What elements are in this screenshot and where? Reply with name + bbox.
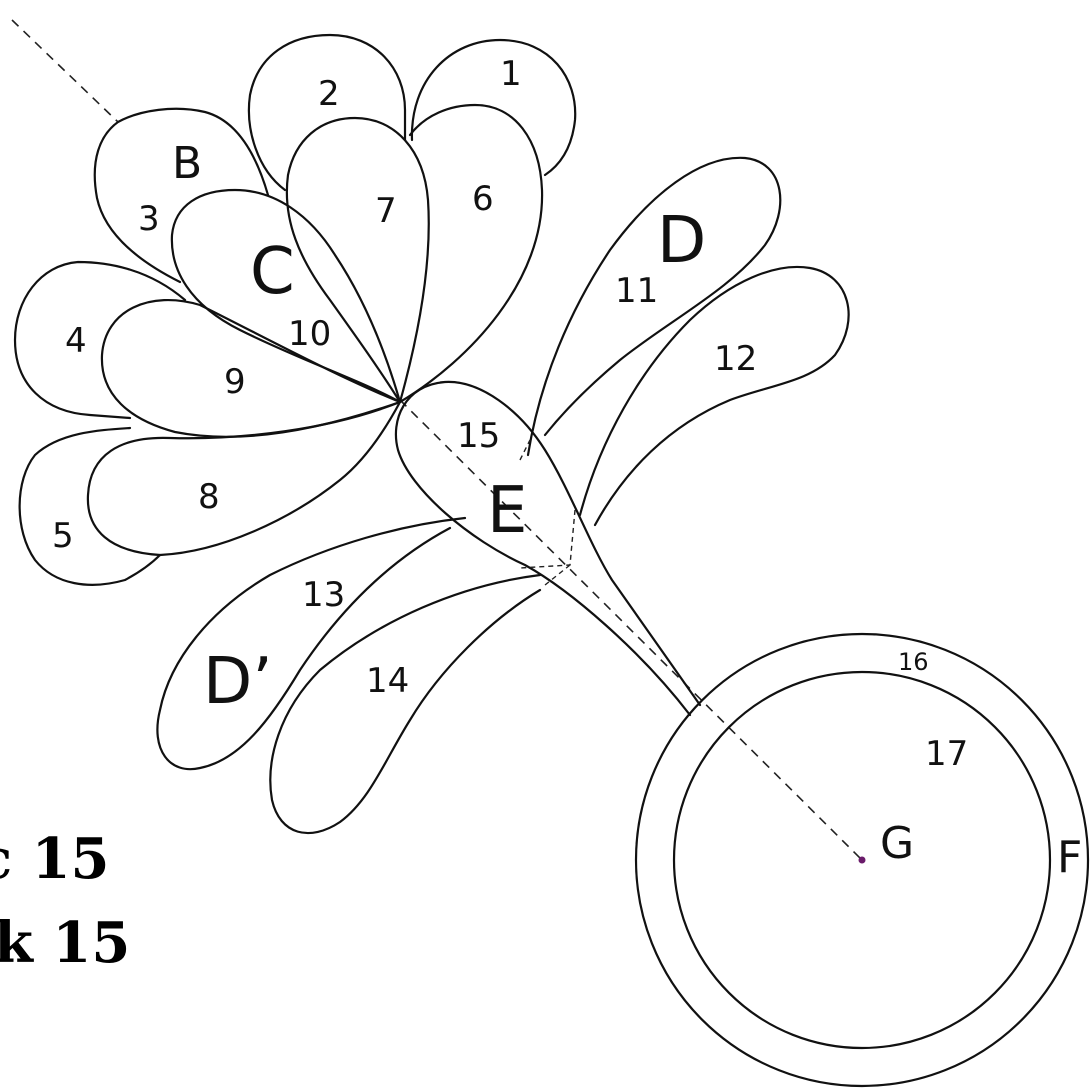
piece-number-9: 9 [224,362,246,402]
section-label-b: B [172,138,202,189]
piece-number-14: 14 [366,661,409,701]
petal-12 [578,265,850,527]
petal-8 [86,400,402,557]
piece-number-4: 4 [65,321,87,361]
petal-10 [170,188,402,404]
petal-14 [269,573,542,835]
petal-3 [93,107,270,284]
stem-piece-15 [394,380,702,717]
piece-number-13: 13 [302,575,345,615]
section-label-d: D [657,204,706,278]
petal-5 [18,426,162,586]
piece-number-5: 5 [52,516,74,556]
piece-number-11: 11 [615,271,658,311]
cropped-text-line-1: c 15 [0,826,110,892]
piece-number-12: 12 [714,339,757,379]
piece-number-8: 8 [198,477,220,517]
petal-4 [13,260,187,420]
section-label-e: E [487,474,527,548]
petal-1 [410,38,577,177]
petal-7 [285,116,430,404]
outer-ring-16 [634,632,1090,1088]
piece-number-16: 16 [898,648,929,676]
petal-6 [398,103,544,404]
section-label-c: C [250,235,295,309]
inner-circle-17 [672,670,1052,1050]
center-point-g [858,856,866,864]
piece-number-7: 7 [375,191,397,231]
piece-number-10: 10 [288,314,331,354]
piece-number-3: 3 [138,199,160,239]
piece-number-2: 2 [318,74,340,114]
piece-number-17: 17 [925,734,968,774]
petal-11 [526,156,782,457]
piece-number-6: 6 [472,179,494,219]
center-guide-line [11,19,863,861]
section-label-d-prime: D’ [203,645,273,719]
piece-number-1: 1 [500,54,522,94]
cropped-text-line-2: ck 15 [0,910,130,976]
petal-13 [156,516,467,771]
petal-2 [247,33,407,192]
placement-marks [519,439,576,586]
section-label-g: G [880,818,914,869]
piece-number-15: 15 [457,416,500,456]
section-label-f: F [1057,832,1082,883]
